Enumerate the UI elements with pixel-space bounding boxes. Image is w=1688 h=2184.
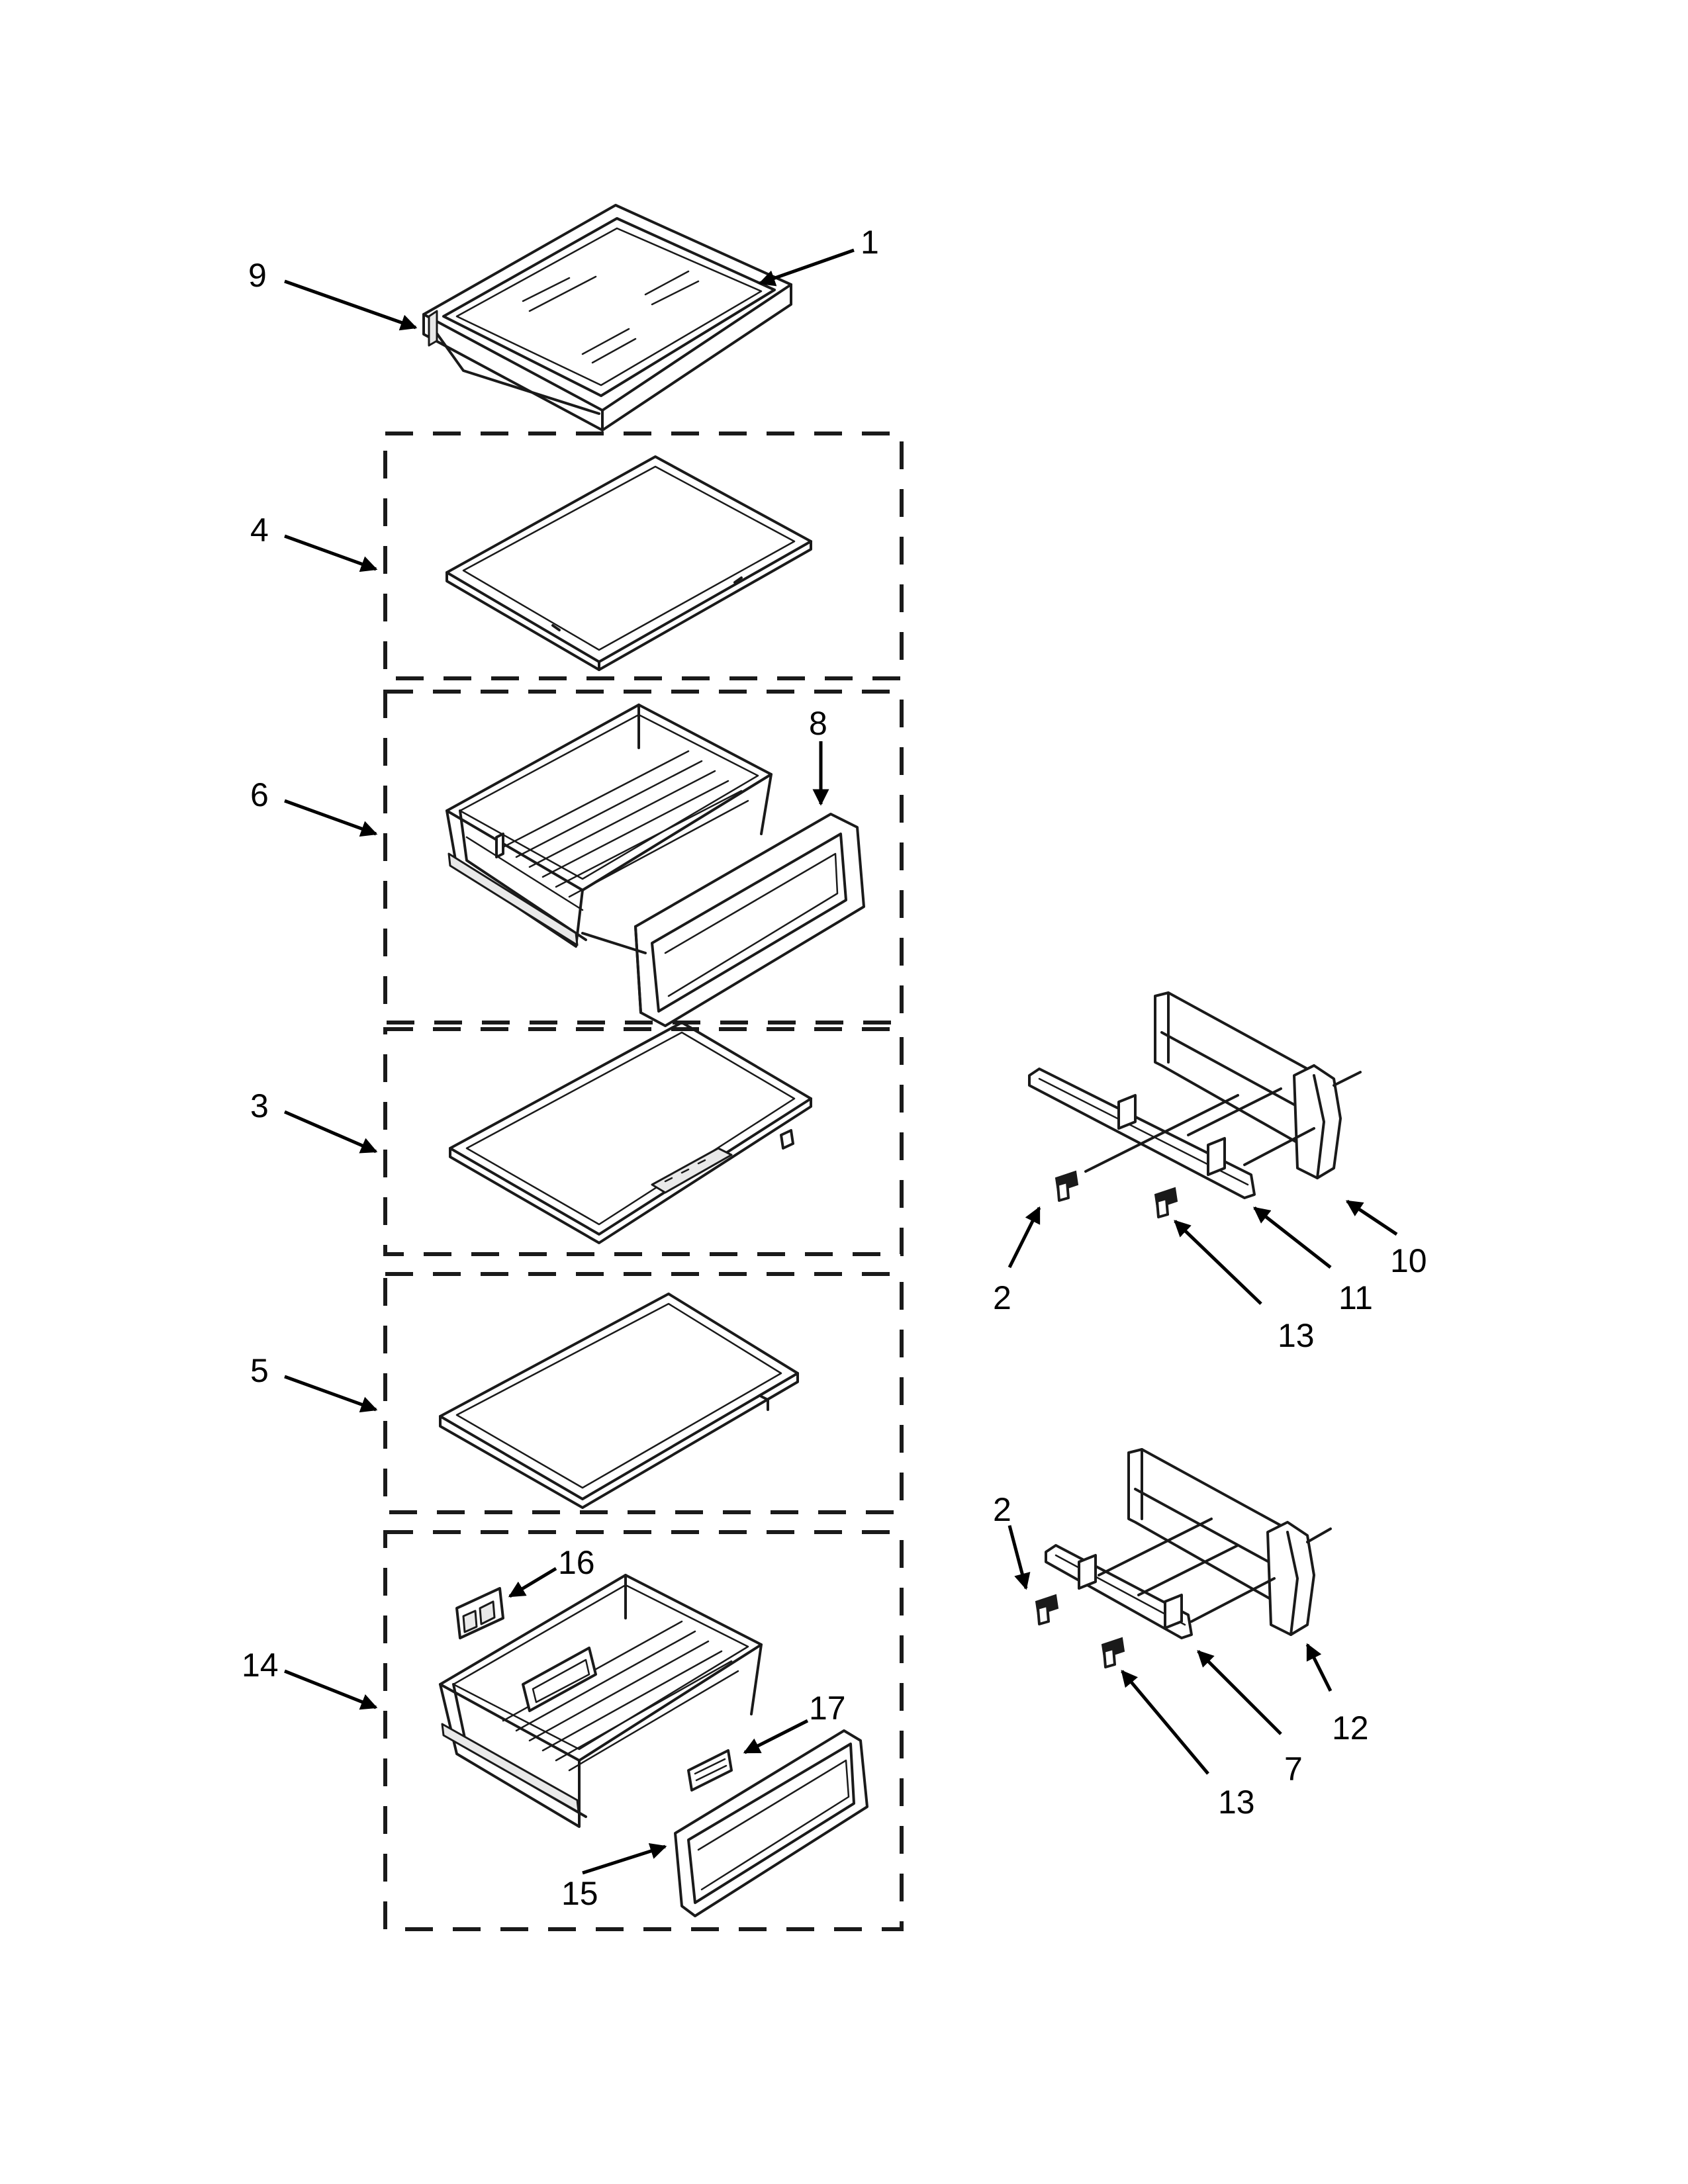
callout-12: 12 [1332, 1709, 1369, 1747]
callout-1: 1 [861, 224, 879, 261]
callout-14: 14 [242, 1647, 279, 1684]
crisper-cover-3 [449, 1021, 812, 1244]
callout-8: 8 [809, 705, 827, 742]
leader-lines [284, 248, 1398, 1875]
callout-13-upper: 13 [1278, 1317, 1315, 1354]
group-box-3 [383, 1027, 904, 1256]
callout-5: 5 [250, 1352, 269, 1389]
callout-11: 11 [1338, 1279, 1373, 1316]
callout-16: 16 [558, 1544, 595, 1581]
crisper-pan-6 [445, 704, 773, 948]
crisper-front-8 [634, 813, 865, 1027]
slide-control-17 [687, 1749, 733, 1792]
callout-3: 3 [250, 1087, 269, 1124]
group-box-14 [383, 1530, 904, 1931]
callout-2-lower: 2 [993, 1491, 1011, 1528]
control-label-16 [455, 1587, 504, 1639]
callout-9: 9 [248, 257, 267, 294]
callout-2-upper: 2 [993, 1279, 1011, 1316]
deli-front-15 [674, 1729, 868, 1917]
group-box-4 [383, 432, 904, 680]
callout-7: 7 [1284, 1751, 1303, 1788]
callout-13-lower: 13 [1218, 1784, 1255, 1821]
group-box-5 [383, 1272, 904, 1514]
callout-15: 15 [561, 1875, 598, 1912]
group-box-6 [383, 690, 904, 1024]
deli-pan-14 [439, 1574, 763, 1828]
pan-slide-assembly-upper [1028, 991, 1362, 1218]
callout-4: 4 [250, 512, 269, 549]
shelf-cover-4 [445, 455, 812, 671]
pan-slide-assembly-lower [1035, 1448, 1332, 1668]
crisper-cover-5 [439, 1293, 799, 1509]
callout-17: 17 [809, 1690, 846, 1727]
glass-shelf-part [422, 204, 792, 432]
callout-10: 10 [1390, 1242, 1427, 1279]
callout-6: 6 [250, 776, 269, 813]
